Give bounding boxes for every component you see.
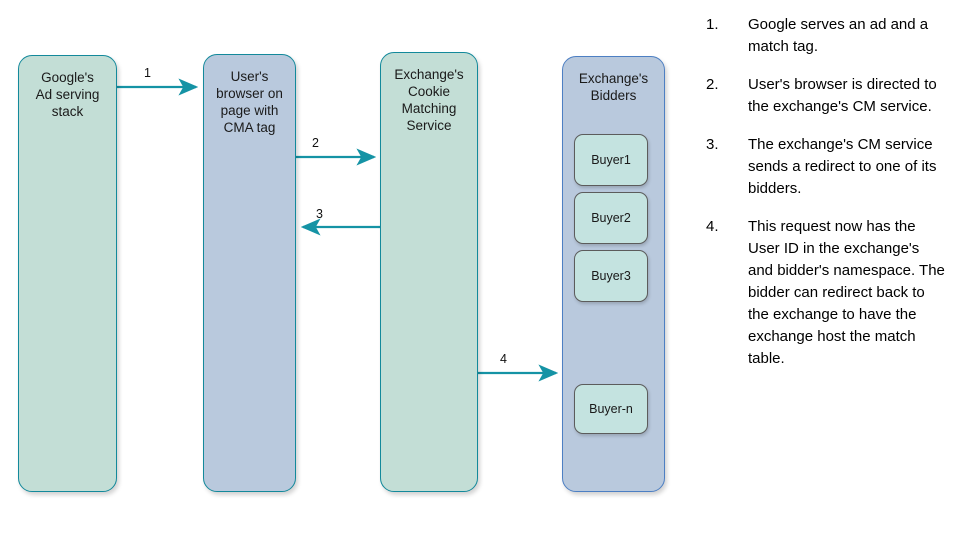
legend-item-1: 1. Google serves an ad and a match tag. (706, 14, 946, 58)
legend-item-number: 2. (706, 76, 719, 93)
legend-item-2: 2. User's browser is directed to the exc… (706, 74, 946, 118)
buyer-chip-buyer2[interactable]: Buyer2 (574, 192, 648, 244)
arrow-4-label: 4 (500, 352, 507, 366)
node-exchange-cookie-matching-service[interactable]: Exchange's Cookie Matching Service (380, 52, 478, 492)
buyer-chip-buyer1[interactable]: Buyer1 (574, 134, 648, 186)
legend-item-text: User's browser is directed to the exchan… (748, 76, 937, 115)
legend-list: 1. Google serves an ad and a match tag. … (706, 14, 946, 386)
buyer-chip-label: Buyer2 (591, 211, 631, 225)
legend-item-number: 3. (706, 136, 719, 153)
legend-item-text: The exchange's CM service sends a redire… (748, 136, 937, 197)
arrow-1-label: 1 (144, 66, 151, 80)
arrow-3-label: 3 (316, 207, 323, 221)
node-user-browser[interactable]: User's browser on page with CMA tag (203, 54, 296, 492)
node-label: Exchange's Bidders (578, 71, 649, 103)
arrow-2-label: 2 (312, 136, 319, 150)
node-label: Google's Ad serving stack (35, 70, 100, 119)
legend-item-3: 3. The exchange's CM service sends a red… (706, 134, 946, 200)
legend-item-text: This request now has the User ID in the … (748, 218, 945, 367)
buyer-chip-buyer-n[interactable]: Buyer-n (574, 384, 648, 434)
buyer-chip-label: Buyer-n (589, 402, 633, 416)
legend-item-text: Google serves an ad and a match tag. (748, 16, 929, 55)
node-google-ad-serving-stack[interactable]: Google's Ad serving stack (18, 55, 117, 492)
buyer-chip-label: Buyer3 (591, 269, 631, 283)
legend-item-number: 1. (706, 16, 719, 33)
node-label: User's browser on page with CMA tag (216, 69, 283, 135)
legend-item-4: 4. This request now has the User ID in t… (706, 216, 946, 370)
legend-item-number: 4. (706, 218, 719, 235)
buyer-chip-label: Buyer1 (591, 153, 631, 167)
node-label: Exchange's Cookie Matching Service (394, 67, 464, 133)
buyer-chip-buyer3[interactable]: Buyer3 (574, 250, 648, 302)
